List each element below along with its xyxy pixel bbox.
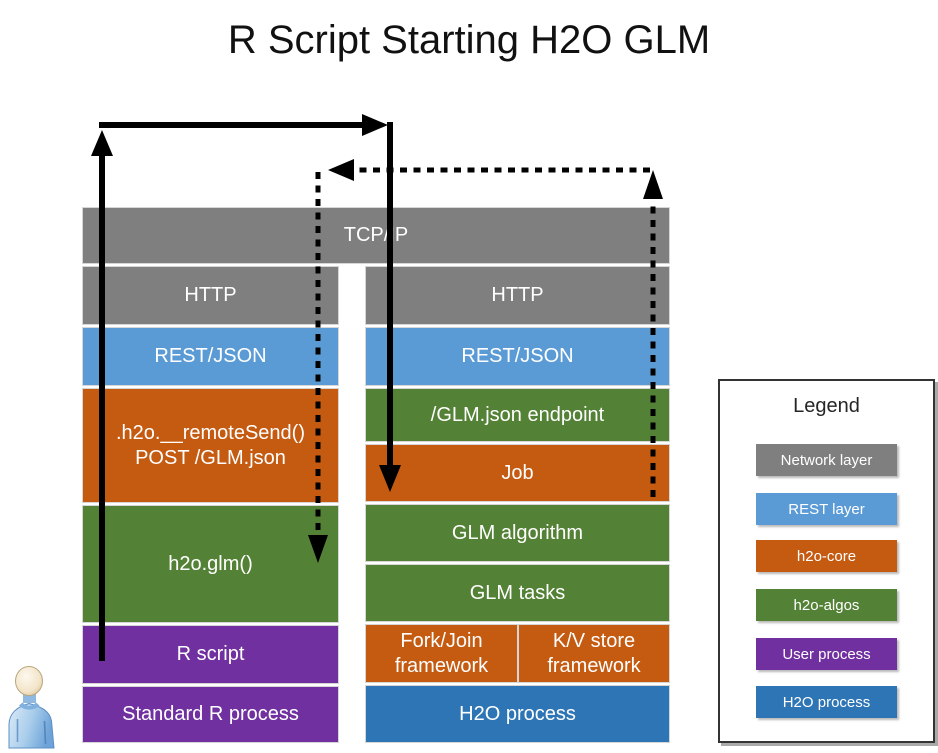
layer-tcpip: TCP/IP xyxy=(82,207,670,264)
person-head xyxy=(15,666,43,696)
layer-standard-r-process: Standard R process xyxy=(82,686,339,743)
layer-http-left: HTTP xyxy=(82,266,339,325)
person-collar xyxy=(19,702,40,710)
layer-job: Job xyxy=(365,444,670,502)
legend-panel: Legend Network layer REST layer h2o-core… xyxy=(718,379,935,743)
request-arrow-right xyxy=(99,114,388,136)
layer-remotesend: .h2o.__remoteSend() POST /GLM.json xyxy=(82,388,339,503)
legend-item-network-layer: Network layer xyxy=(756,444,897,476)
layer-rest-json-left: REST/JSON xyxy=(82,327,339,386)
legend-item-rest-layer: REST layer xyxy=(756,493,897,525)
remotesend-line1: .h2o.__remoteSend() xyxy=(115,421,305,444)
legend-item-h2o-algos: h2o-algos xyxy=(756,589,897,621)
remotesend-line2: POST /GLM.json xyxy=(135,446,286,469)
layer-kv-store-framework: K/V store framework xyxy=(518,624,670,683)
layer-glm-json-endpoint: /GLM.json endpoint xyxy=(365,388,670,442)
person-neck xyxy=(23,692,36,703)
layer-h2o-process: H2O process xyxy=(365,685,670,743)
layer-rest-json-right: REST/JSON xyxy=(365,327,670,386)
legend-item-user-process: User process xyxy=(756,638,897,670)
layer-glm-tasks: GLM tasks xyxy=(365,564,670,622)
legend-item-h2o-process: H2O process xyxy=(756,686,897,718)
layer-r-script: R script xyxy=(82,625,339,684)
legend-item-h2o-core: h2o-core xyxy=(756,540,897,572)
page-title: R Script Starting H2O GLM xyxy=(227,18,711,62)
layer-h2o-glm-call: h2o.glm() xyxy=(82,505,339,623)
layer-glm-algorithm: GLM algorithm xyxy=(365,504,670,562)
response-arrow-left xyxy=(328,159,650,181)
layer-http-right: HTTP xyxy=(365,266,670,325)
layer-forkjoin-framework: Fork/Join framework xyxy=(365,624,518,683)
legend-title: Legend xyxy=(793,395,860,417)
user-person-icon xyxy=(8,666,55,749)
person-body xyxy=(8,702,55,749)
